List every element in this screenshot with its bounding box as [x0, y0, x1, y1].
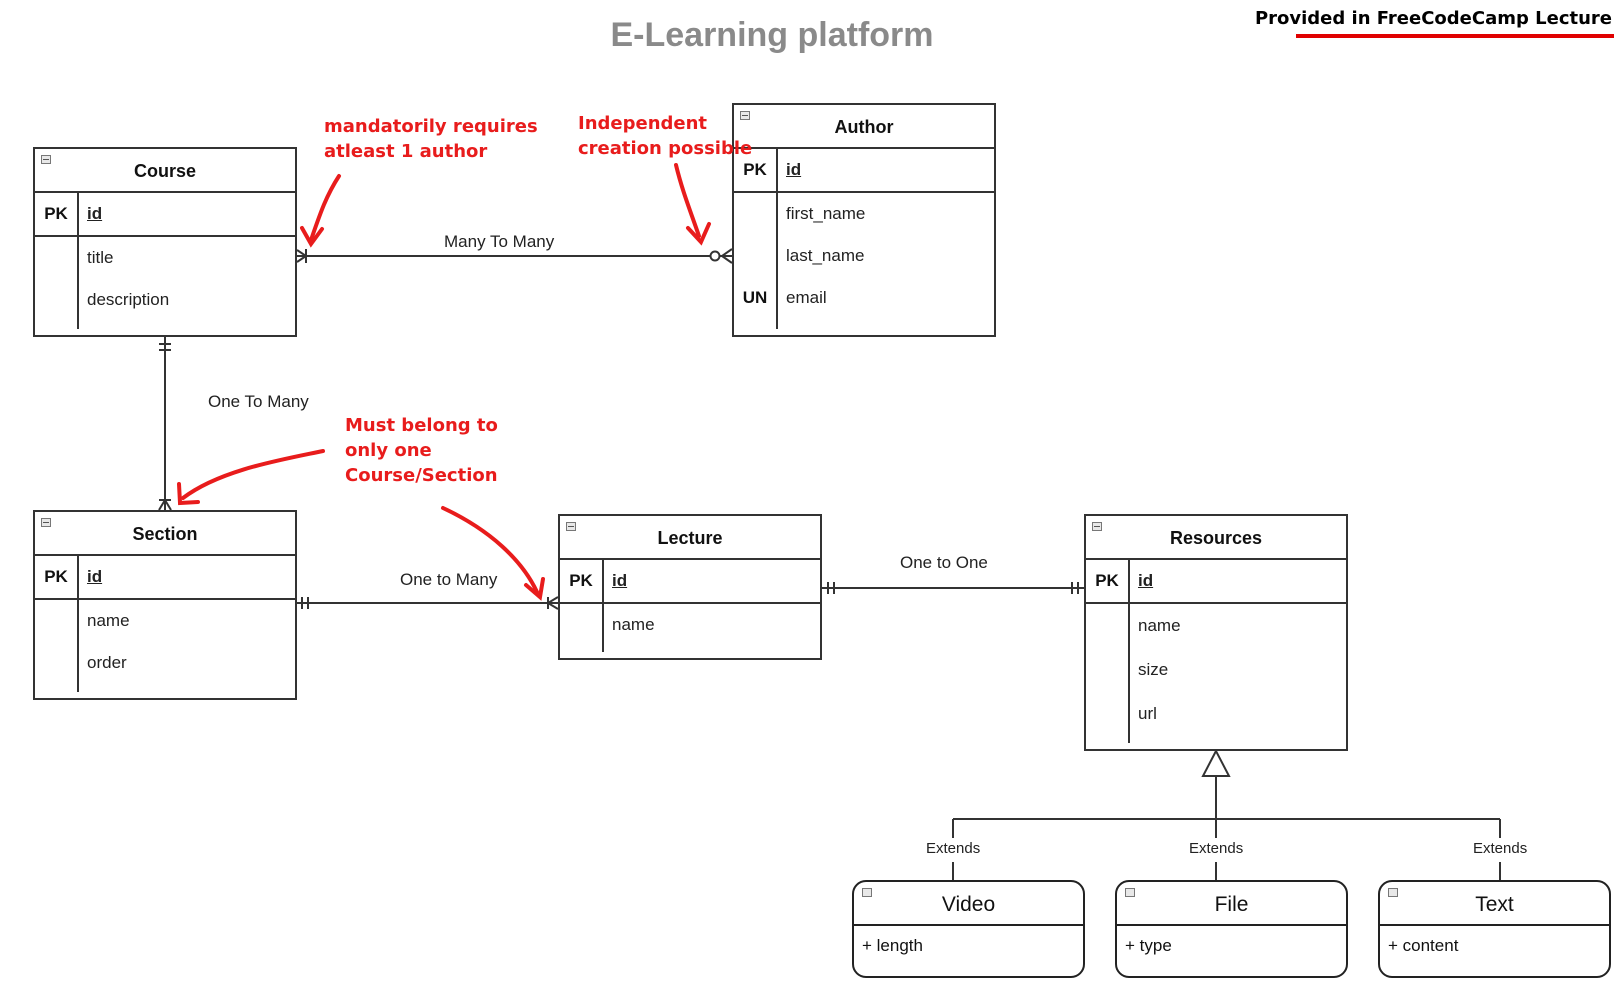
- annotation-line: Must belong to: [345, 415, 498, 436]
- field-first-name: first_name: [786, 204, 866, 223]
- annotation-author: Independent creation possible: [578, 111, 752, 161]
- credit-label: Provided in FreeCodeCamp Lecture: [1254, 8, 1612, 29]
- column-divider: [77, 556, 79, 692]
- collapse-icon[interactable]: [566, 522, 576, 531]
- subtype-attribute: + type: [1125, 936, 1172, 955]
- file-subtype[interactable]: File + type: [1115, 880, 1348, 978]
- pk-label: PK: [743, 160, 767, 179]
- pk-field: id: [87, 204, 103, 223]
- annotation-line: Independent: [578, 113, 708, 134]
- collapse-icon[interactable]: [740, 111, 750, 120]
- text-subtype[interactable]: Text + content: [1378, 880, 1611, 978]
- credit-underline: [1296, 34, 1614, 38]
- entity-title: Author: [834, 117, 894, 137]
- pk-label: PK: [1095, 571, 1119, 590]
- field-size: size: [1138, 660, 1169, 679]
- column-divider: [1128, 560, 1130, 743]
- annotation-line: only one: [345, 440, 432, 461]
- field-last-name: last_name: [786, 246, 865, 265]
- annotation-arrow-lecture: [441, 506, 539, 594]
- entity-title: Lecture: [657, 528, 723, 548]
- inheritance-triangle: [1201, 748, 1231, 777]
- column-divider: [602, 560, 604, 652]
- pk-label: PK: [569, 571, 593, 590]
- field-name: name: [87, 611, 130, 630]
- pk-label: PK: [44, 567, 68, 586]
- subtype-title: Video: [941, 893, 996, 916]
- field-title: title: [87, 248, 114, 267]
- collapse-icon[interactable]: [41, 518, 51, 527]
- subtype-title: File: [1214, 893, 1249, 916]
- entity-title: Course: [133, 161, 196, 181]
- field-url: url: [1138, 704, 1157, 723]
- pk-field: id: [786, 160, 802, 179]
- annotation-line: atleast 1 author: [324, 141, 488, 162]
- annotation-lecture: Must belong to only one Course/Section: [345, 413, 498, 488]
- annotation-arrow-course: [309, 174, 341, 242]
- field-email: email: [786, 288, 827, 307]
- collapse-icon[interactable]: [1388, 888, 1398, 897]
- entity-title: Section: [132, 524, 198, 544]
- subtype-attribute: + length: [862, 936, 923, 955]
- annotation-arrow-section: [181, 449, 325, 500]
- extends-label: Extends: [1471, 840, 1530, 857]
- pk-label: PK: [44, 204, 68, 223]
- collapse-icon[interactable]: [41, 155, 51, 164]
- subtype-attribute: + content: [1388, 936, 1459, 955]
- field-order: order: [87, 653, 127, 672]
- column-divider: [776, 149, 778, 329]
- annotation-line: creation possible: [578, 138, 753, 159]
- collapse-icon[interactable]: [1092, 522, 1102, 531]
- extends-label: Extends: [924, 840, 983, 857]
- diagram-title: E-Learning platform: [610, 16, 934, 54]
- field-name: name: [1138, 616, 1181, 635]
- course-entity[interactable]: Course PK id title description: [33, 147, 297, 337]
- pk-field: id: [1138, 571, 1154, 590]
- resources-entity[interactable]: Resources PK id name size url: [1084, 514, 1348, 751]
- video-subtype[interactable]: Video + length: [852, 880, 1085, 978]
- lecture-entity[interactable]: Lecture PK id name: [558, 514, 822, 660]
- relationship-label-lecture-resources: One to One: [900, 553, 988, 572]
- annotation-line: Course/Section: [345, 465, 498, 486]
- collapse-icon[interactable]: [862, 888, 872, 897]
- un-label: UN: [742, 288, 768, 307]
- field-description: description: [87, 290, 170, 309]
- relationship-label-course-author: Many To Many: [444, 232, 555, 251]
- pk-field: id: [612, 571, 628, 590]
- zero-many-marker: [709, 250, 721, 262]
- extends-label: Extends: [1187, 840, 1246, 857]
- subtype-title: Text: [1475, 893, 1514, 916]
- annotation-line: mandatorily requires: [324, 116, 538, 137]
- author-entity[interactable]: Author PK id first_name last_name UN email: [732, 103, 996, 337]
- field-name: name: [612, 615, 655, 634]
- relationship-label-section-lecture: One to Many: [400, 570, 498, 589]
- pk-field: id: [87, 567, 103, 586]
- annotation-arrow-author: [674, 163, 701, 238]
- section-entity[interactable]: Section PK id name order: [33, 510, 297, 700]
- collapse-icon[interactable]: [1125, 888, 1135, 897]
- relationship-label-course-section: One To Many: [208, 392, 309, 411]
- column-divider: [77, 193, 79, 329]
- entity-title: Resources: [1169, 528, 1263, 548]
- annotation-course-author: mandatorily requires atleast 1 author: [324, 114, 538, 164]
